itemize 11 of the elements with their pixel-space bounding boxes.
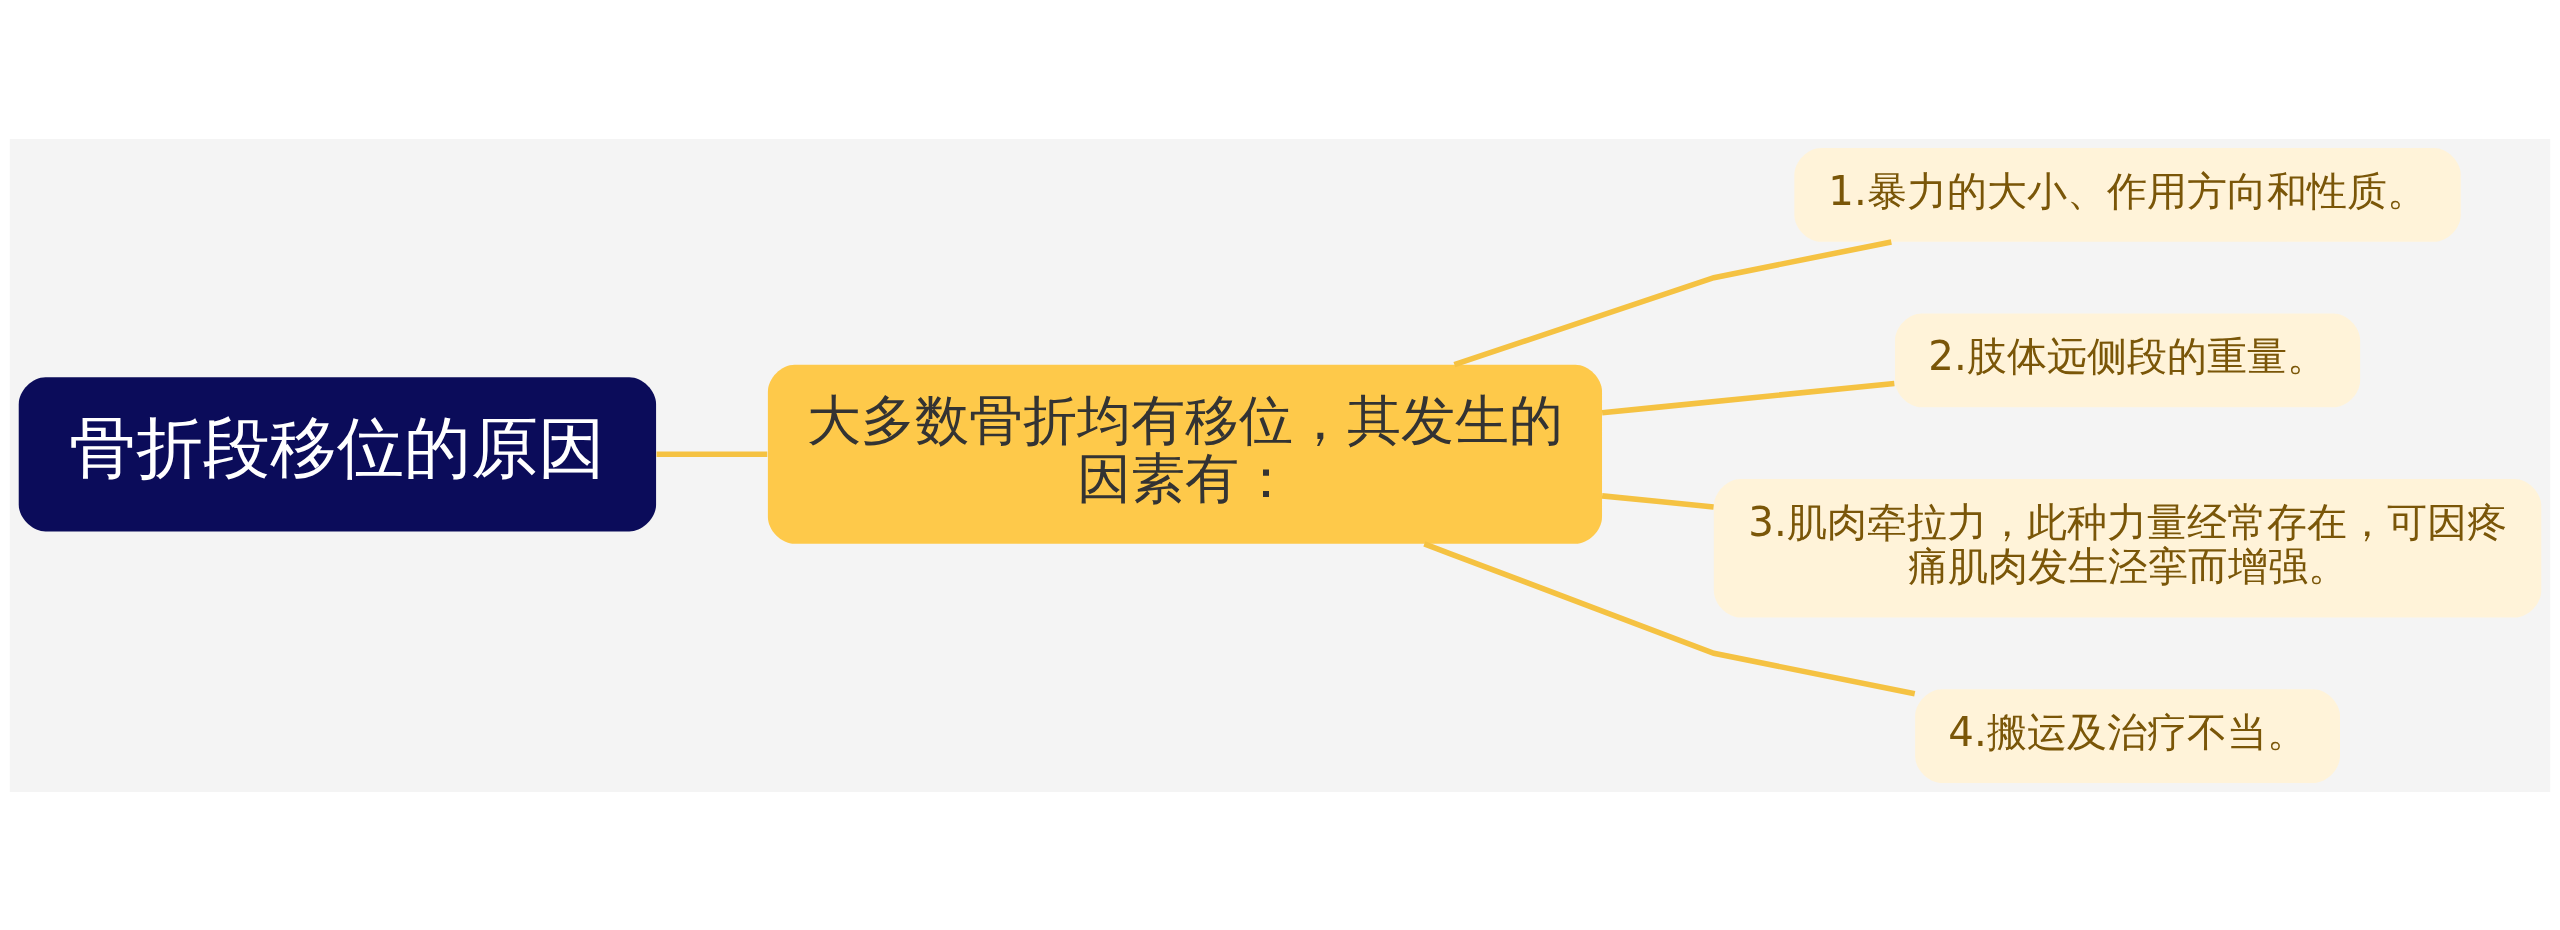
node-box: 4.搬运及治疗不当。 bbox=[1915, 688, 2340, 783]
connector bbox=[1453, 238, 1892, 367]
node-box: 3.肌肉牵拉力，此种力量经常存在，可因疼痛肌肉发生泾挛而增强。 bbox=[1713, 478, 2542, 618]
connector bbox=[1601, 492, 1714, 510]
node-box: 骨折段移位的原因 bbox=[18, 376, 657, 531]
connector bbox=[656, 451, 768, 457]
connector bbox=[1423, 540, 1916, 696]
connector bbox=[1601, 380, 1895, 416]
node-box: 1.暴力的大小、作用方向和性质。 bbox=[1794, 147, 2461, 242]
node-box: 大多数骨折均有移位，其发生的因素有： bbox=[767, 364, 1603, 544]
node-box: 2.肢体远侧段的重量。 bbox=[1895, 312, 2361, 407]
